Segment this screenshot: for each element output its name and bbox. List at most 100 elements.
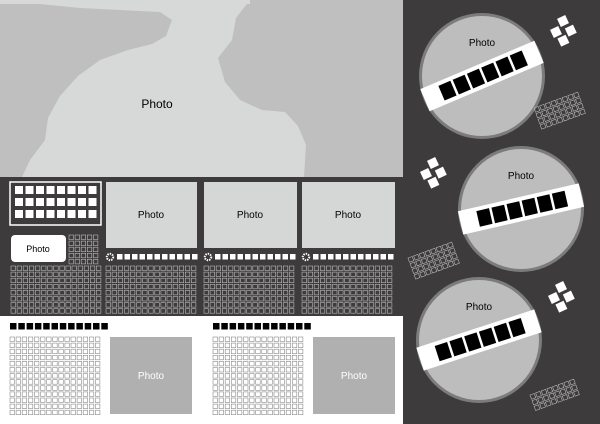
mini-cell [222,265,228,271]
bottom-cell [285,397,292,403]
skew-cell [447,260,455,268]
bottom-cell [243,391,249,397]
bottom-cell [46,348,52,355]
band-square [536,194,554,213]
photo-circle-3: Photo [416,277,542,403]
mini-cell [368,302,374,308]
bottom-cell [34,403,40,409]
bottom-cell [279,385,285,391]
mini-cell [387,308,393,314]
caption-square [139,254,145,260]
mini-cell [16,265,22,271]
mini-cell [130,296,136,302]
bottom-cell [34,409,40,416]
bottom-cell [89,361,95,367]
skew-cell [424,249,432,257]
bottom-cell [52,348,58,355]
mini-cell [28,296,35,302]
bottom-cell [76,385,82,391]
bottom-cell [285,348,292,355]
bottom-cell [285,391,292,397]
mini-cell [368,271,374,277]
gear-icon [203,252,213,262]
mini-cell [53,308,59,314]
grid-tile [57,198,65,206]
mini-cell [252,302,258,308]
mini-cell [191,283,197,290]
mini-cell [222,302,228,308]
mini-cell [185,283,191,290]
skew-cell [535,111,543,119]
bottom-cell [224,367,230,373]
mini-cell [124,296,130,302]
mini-cell [228,265,234,271]
small-photo[interactable]: Photo [11,235,66,262]
caption-square [252,254,258,260]
mini-cell [59,277,65,284]
mini-cell [96,308,102,314]
grid-tile [57,186,65,194]
mini-cell [178,290,184,296]
mini-cell [338,296,344,302]
bottom-cell [279,367,285,373]
small-photo-label: Photo [26,244,50,254]
mini-cell [53,277,59,284]
mini-cell [178,283,184,290]
skew-cell [533,404,541,411]
mini-cell [338,290,344,296]
mini-cell [240,271,246,277]
bottom-cell [64,336,70,342]
bottom-cell [9,403,15,409]
bottom-cell [255,354,261,361]
bottom-cell [52,397,58,403]
mini-cell [387,290,393,296]
mini-cell [90,308,96,314]
mini-cell [380,283,387,290]
mini-cell [209,271,215,277]
mini-cell [22,308,29,314]
caption-square [177,254,183,260]
bottom-cell [58,336,64,342]
bottom-cell [231,361,237,367]
mini-cell [276,277,283,284]
skew-cell [565,386,573,393]
mini-cell [96,296,102,302]
mini-cell [160,277,166,284]
bottom-cell [243,373,249,379]
mini-cell [252,271,258,277]
mini-cell [234,308,240,314]
bottom-cell [70,403,76,409]
caption-square [192,254,198,260]
mini-cell [154,271,160,277]
mini-cell [83,302,89,308]
mini-cell [234,296,240,302]
mini-cell [215,283,221,290]
skew-cell [430,247,437,255]
bottom-cell [76,342,82,348]
mini-cell [215,308,221,314]
mini-cell [65,265,71,271]
mini-cell [28,277,35,284]
bottom-cell [261,391,267,397]
mini-cell [111,302,117,308]
bottom-header-square [254,323,261,330]
skew-cell [567,392,575,399]
bottom-cell [89,354,95,361]
bottom-cell [52,391,58,397]
mini-cell [80,234,86,240]
mini-cell [362,296,368,302]
bottom-cell [52,354,58,361]
mini-cell [356,302,362,308]
mini-cell [252,283,258,290]
skew-cell [563,101,571,108]
mini-cell [301,308,307,314]
skew-cell [544,400,552,407]
mini-cell [362,265,368,271]
mini-cell [124,308,130,314]
bottom-cell [52,361,58,367]
mini-cell [282,271,289,277]
bottom-cell [218,348,224,355]
mini-cell [319,271,326,277]
mini-cell [154,308,160,314]
